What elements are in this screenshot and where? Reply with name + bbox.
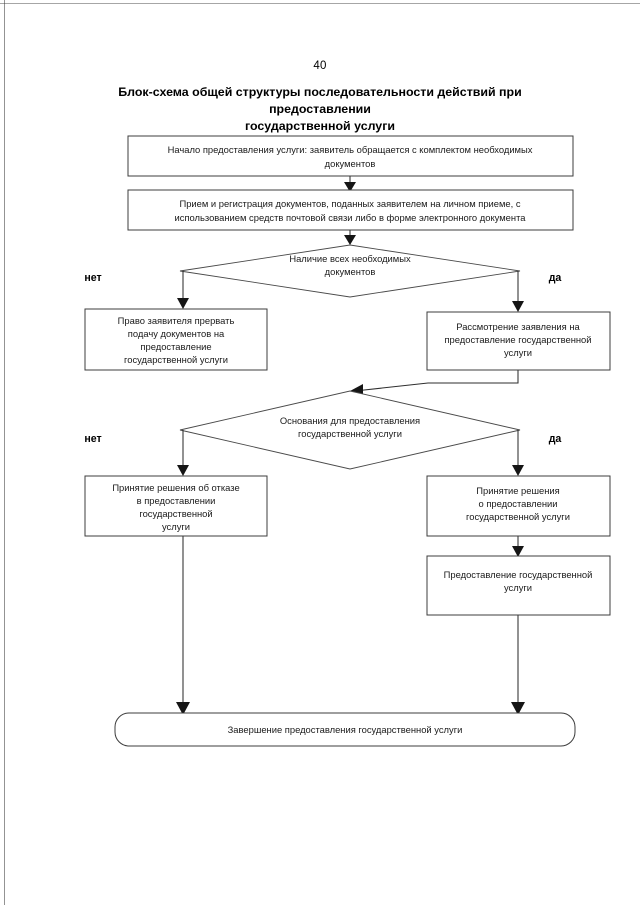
node-refusal-decision: Принятие решения об отказе в предоставле…: [84, 475, 268, 537]
node-intake-line-2: использованием средств почтовой связи ли…: [175, 212, 527, 223]
node-refusal-line-2: в предоставлении: [137, 495, 216, 506]
node-intake: Прием и регистрация документов, поданных…: [127, 189, 574, 231]
arrow-intake-to-decision-docs: [344, 235, 356, 245]
node-intake-line-1: Прием и регистрация документов, поданных…: [179, 198, 520, 209]
node-finish: Завершение предоставления государственно…: [114, 712, 576, 747]
scan-edge-top: [0, 3, 640, 4]
node-review-application: Рассмотрение заявления на предоставление…: [426, 311, 611, 371]
node-grant-line-1: Принятие решения: [476, 485, 559, 496]
node-provide-line-2: услуги: [504, 582, 532, 593]
node-refusal-line-1: Принятие решения об отказе: [112, 482, 239, 493]
node-start-line-1: Начало предоставления услуги: заявитель …: [168, 144, 533, 155]
node-grant-decision: Принятие решения о предоставлении госуда…: [426, 475, 611, 537]
arrow-grounds-yes: [512, 465, 524, 476]
decision-grounds-diamond: [179, 390, 521, 470]
branch-label-grounds-no: нет: [84, 433, 101, 445]
node-decision-docs: Наличие всех необходимых документов: [289, 253, 411, 277]
page-title-line-1: Блок-схема общей структуры последователь…: [118, 85, 522, 116]
node-grant-decision-box: [426, 475, 611, 537]
node-review-application-box: [426, 311, 611, 371]
node-provide-line-1: Предоставление государственной: [444, 569, 593, 580]
node-review-line-3: услуги: [504, 347, 532, 358]
scan-edge-left: [4, 0, 5, 905]
branch-label-docs-yes: да: [549, 272, 562, 284]
arrow-grant-to-provide: [512, 546, 524, 557]
decision-docs-line-1: Наличие всех необходимых: [289, 253, 411, 264]
node-start-box: [127, 135, 574, 177]
node-start: Начало предоставления услуги: заявитель …: [127, 135, 574, 177]
arrow-start-to-intake: [344, 182, 356, 192]
node-grant-line-3: государственной услуги: [466, 511, 570, 522]
node-refusal-line-4: услуги: [162, 521, 190, 532]
page-number: 40: [313, 60, 327, 72]
arrow-grounds-no: [177, 465, 189, 476]
node-grant-line-2: о предоставлении: [479, 498, 558, 509]
node-interrupt-right-line-4: государственной услуги: [124, 354, 228, 365]
node-provide-service: Предоставление государственной услуги: [426, 555, 611, 616]
node-finish-label: Завершение предоставления государственно…: [228, 724, 463, 735]
node-interrupt-right-line-1: Право заявителя прервать: [118, 315, 235, 326]
node-review-line-1: Рассмотрение заявления на: [456, 321, 580, 332]
node-interrupt-right-box: [84, 308, 268, 371]
node-intake-box: [127, 189, 574, 231]
arrow-docs-no: [177, 298, 189, 309]
node-start-line-2: документов: [325, 158, 376, 169]
arrow-provide-to-finish: [511, 702, 525, 715]
node-provide-service-box: [426, 555, 611, 616]
node-refusal-decision-box: [84, 475, 268, 537]
branch-label-docs-no: нет: [84, 272, 101, 284]
page-title: Блок-схема общей структуры последователь…: [70, 84, 570, 135]
branch-label-grounds-yes: да: [549, 433, 562, 445]
connector-review-to-decision-grounds: [354, 370, 519, 392]
node-finish-box: [114, 712, 576, 747]
arrow-docs-yes: [512, 301, 524, 312]
decision-docs-line-2: документов: [325, 266, 376, 277]
decision-docs-diamond: [179, 244, 521, 298]
node-decision-grounds: Основания для предоставления государстве…: [280, 415, 420, 439]
decision-grounds-line-2: государственной услуги: [298, 428, 402, 439]
decision-grounds-line-1: Основания для предоставления: [280, 415, 420, 426]
connector-layer: [176, 176, 525, 715]
node-interrupt-right: Право заявителя прервать подачу документ…: [84, 308, 268, 371]
node-review-line-2: предоставление государственной: [444, 334, 591, 345]
page-title-line-2: государственной услуги: [245, 119, 395, 133]
arrow-refusal-to-finish: [176, 702, 190, 715]
node-refusal-line-3: государственной: [139, 508, 212, 519]
node-interrupt-right-line-2: подачу документов на: [128, 328, 225, 339]
node-interrupt-right-line-3: предоставление: [140, 341, 211, 352]
